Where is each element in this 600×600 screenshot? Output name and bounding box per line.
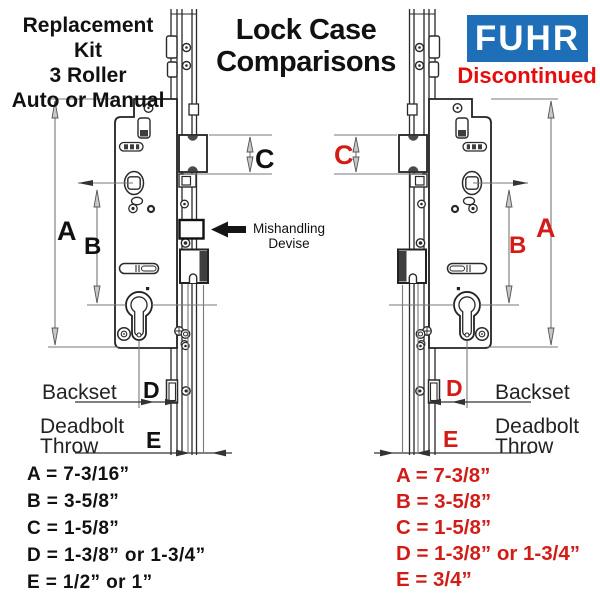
fuhr-logo-text: FUHR: [474, 19, 581, 58]
fuhr-brand-logo: FUHR: [467, 15, 588, 62]
left-spec-d: D = 1-3/8” or 1-3/4”: [27, 545, 206, 566]
left-deadbolt-line-2: Throw: [40, 435, 99, 458]
kit-title-line-3: Auto or Manual: [11, 89, 165, 112]
page-title: Lock Case Comparisons: [213, 14, 399, 78]
left-deadbolt-throw-label: Deadbolt Throw: [40, 415, 125, 458]
right-deadbolt-line-1: Deadbolt: [495, 415, 580, 438]
right-dim-label-a: A: [536, 213, 556, 243]
left-dim-label-d: D: [143, 377, 160, 403]
right-spec-d: D = 1-3/8” or 1-3/4”: [396, 542, 581, 565]
fuhr-spec-list: A = 7-3/8” B = 3-5/8” C = 1-5/8” D = 1-3…: [396, 463, 580, 593]
page-title-line-2: Comparisons: [216, 46, 396, 78]
left-dim-label-e: E: [146, 427, 162, 453]
replacement-kit-spec-list: A = 7-3/16” B = 3-5/8” C = 1-5/8” D = 1-…: [27, 461, 206, 596]
left-dim-label-b: B: [84, 233, 102, 260]
right-deadbolt-throw-label: Deadbolt Throw: [495, 415, 580, 458]
page-title-line-1: Lock Case: [235, 14, 377, 46]
right-spec-c: C = 1-5/8”: [396, 516, 492, 539]
right-deadbolt-line-2: Throw: [495, 435, 554, 458]
kit-title-line-1: Replacement Kit: [22, 14, 154, 62]
left-spec-c: C = 1-5/8”: [27, 518, 120, 539]
left-backset-label: Backset: [42, 381, 117, 404]
right-dim-label-d: D: [446, 375, 463, 401]
mishandling-note-line-1: Mishandling: [252, 221, 326, 236]
mishandling-device-note: Mishandling Devise: [243, 221, 335, 251]
right-spec-a: A = 7-3/8”: [396, 464, 491, 487]
mishandling-note-line-2: Devise: [268, 236, 310, 251]
left-deadbolt-line-1: Deadbolt: [40, 415, 125, 438]
right-spec-b: B = 3-5/8”: [396, 490, 492, 513]
right-dim-label-e: E: [443, 426, 459, 452]
discontinued-status-label: Discontinued: [457, 63, 597, 88]
left-spec-b: B = 3-5/8”: [27, 491, 120, 512]
kit-title-line-2: 3 Roller: [49, 64, 127, 87]
replacement-kit-title: Replacement Kit 3 Roller Auto or Manual: [6, 13, 170, 113]
left-dim-label-c: C: [255, 144, 275, 174]
right-dim-label-c: C: [334, 140, 354, 170]
mishandling-pointer-arrow-icon: [211, 221, 246, 238]
right-dim-label-b: B: [509, 232, 527, 259]
left-spec-a: A = 7-3/16”: [27, 464, 130, 485]
right-backset-label: Backset: [495, 381, 570, 404]
mishandling-device-part: [178, 218, 205, 240]
left-lock-drawing: [46, 7, 274, 458]
left-spec-e: E = 1/2” or 1”: [27, 572, 153, 593]
right-spec-e: E = 3/4”: [396, 568, 472, 591]
left-dim-label-a: A: [57, 216, 77, 246]
